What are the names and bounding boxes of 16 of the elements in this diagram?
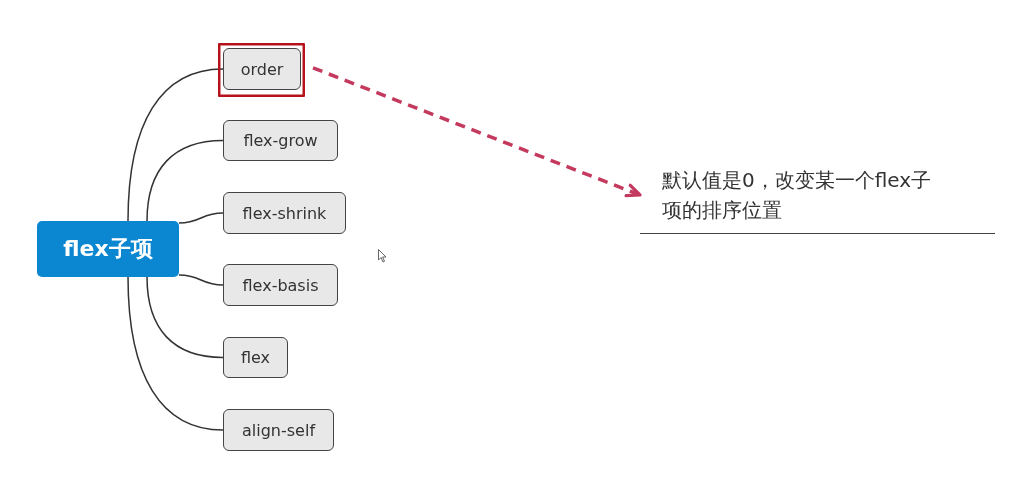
connector-line — [127, 276, 224, 431]
connector-line — [127, 68, 224, 222]
highlight-frame — [218, 43, 305, 97]
connector-line — [178, 212, 224, 224]
central-topic: flex子项 — [37, 221, 179, 277]
topic-box: flex-shrink — [223, 192, 346, 234]
topic-box: order — [223, 48, 301, 90]
connector-line — [146, 276, 224, 359]
connector-line — [146, 139, 224, 222]
topic-box: flex-grow — [223, 120, 338, 161]
topic-box: flex-basis — [223, 264, 338, 306]
topic-box: flex — [223, 337, 288, 378]
connector-line — [178, 274, 224, 286]
topic-box: align-self — [223, 409, 334, 451]
dashed-arrow — [312, 66, 642, 198]
underlined-note: 默认值是0，改变某一个flex子项的排序位置 — [640, 160, 995, 234]
